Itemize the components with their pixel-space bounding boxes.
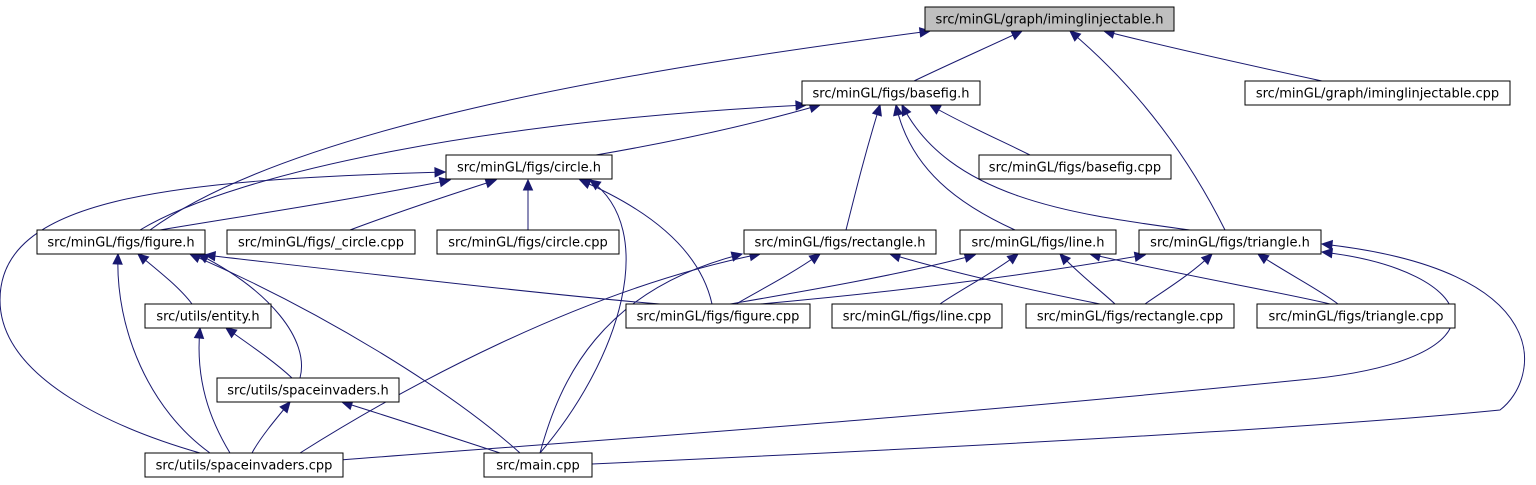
edge-circle-h-to-circle-cpp bbox=[522, 178, 534, 230]
edge-iminglinjectable-h-to-figure-h bbox=[149, 27, 932, 231]
node-triangle-h[interactable]: src/minGL/figs/triangle.h bbox=[1138, 229, 1322, 255]
edge-layer bbox=[0, 27, 1526, 465]
node-label: src/minGL/figs/_circle.cpp bbox=[238, 236, 404, 251]
edge-triangle-h-to-triangle-cpp bbox=[1256, 253, 1339, 305]
node-circle-h[interactable]: src/minGL/figs/circle.h bbox=[445, 154, 613, 180]
edge-triangle-h-to-main-cpp bbox=[591, 239, 1526, 465]
edge-circle-h-to-spaceinvaders-cpp bbox=[0, 167, 447, 454]
edge-figure-h-to-main-cpp bbox=[188, 253, 521, 454]
edge-figure-h-to-figure-cpp bbox=[203, 250, 661, 305]
edge-triangle-h-to-rectangle-cpp bbox=[1144, 253, 1213, 305]
node-entity-h[interactable]: src/utils/entity.h bbox=[144, 303, 272, 329]
edge-circle-h-to-figure-cpp bbox=[578, 179, 713, 305]
edge-entity-h-to-spaceinvaders-cpp bbox=[193, 326, 231, 454]
node-triangle-cpp[interactable]: src/minGL/figs/triangle.cpp bbox=[1256, 303, 1456, 329]
edge-basefig-h-to-figure-h bbox=[139, 100, 808, 231]
edge-rectangle-h-to-figure-cpp bbox=[735, 253, 821, 305]
node-rectangle-cpp[interactable]: src/minGL/figs/rectangle.cpp bbox=[1025, 303, 1235, 329]
edge-basefig-h-to-rectangle-h bbox=[845, 103, 882, 231]
node-label: src/minGL/graph/iminglinjectable.h bbox=[936, 13, 1164, 28]
node-basefig-h[interactable]: src/minGL/figs/basefig.h bbox=[801, 80, 981, 106]
node-label: src/minGL/figs/rectangle.h bbox=[755, 236, 926, 251]
node-label: src/utils/spaceinvaders.h bbox=[227, 384, 388, 399]
edge-basefig-h-to-triangle-h bbox=[901, 103, 1191, 231]
edge-line-h-to-rectangle-cpp bbox=[1059, 253, 1116, 305]
node-underscore-circle-cpp[interactable]: src/minGL/figs/_circle.cpp bbox=[226, 229, 416, 255]
edge-rectangle-h-to-spaceinvaders-cpp bbox=[299, 250, 762, 454]
edge-line-h-to-line-cpp bbox=[939, 253, 1019, 305]
node-line-h[interactable]: src/minGL/figs/line.h bbox=[959, 229, 1117, 255]
node-iminglinjectable-cpp[interactable]: src/minGL/graph/iminglinjectable.cpp bbox=[1244, 80, 1511, 106]
node-label: src/minGL/figs/line.h bbox=[972, 236, 1105, 251]
edge-rectangle-h-to-main-cpp bbox=[539, 251, 744, 454]
node-label: src/minGL/figs/triangle.cpp bbox=[1268, 310, 1443, 325]
node-label: src/minGL/figs/figure.h bbox=[47, 236, 194, 251]
edge-line-h-to-figure-cpp bbox=[729, 252, 977, 305]
edge-basefig-h-to-basefig-cpp bbox=[928, 104, 1031, 156]
node-label: src/minGL/figs/circle.h bbox=[457, 161, 601, 176]
edge-circle-h-to-figure-h bbox=[159, 176, 452, 231]
node-label: src/minGL/figs/rectangle.cpp bbox=[1037, 310, 1223, 325]
node-figure-h[interactable]: src/minGL/figs/figure.h bbox=[36, 229, 206, 255]
edge-figure-h-to-spaceinvaders-cpp bbox=[112, 252, 211, 454]
node-label: src/minGL/graph/iminglinjectable.cpp bbox=[1256, 87, 1499, 102]
edge-circle-h-to--circle-cpp bbox=[349, 178, 498, 231]
node-line-cpp[interactable]: src/minGL/figs/line.cpp bbox=[831, 303, 1003, 329]
edge-figure-h-to-entity-h bbox=[137, 253, 193, 305]
node-spaceinvaders-cpp[interactable]: src/utils/spaceinvaders.cpp bbox=[144, 452, 344, 478]
edge-spaceinvaders-h-to-main-cpp bbox=[340, 400, 501, 454]
edge-basefig-h-to-line-h bbox=[893, 103, 1016, 231]
node-spaceinvaders-h[interactable]: src/utils/spaceinvaders.h bbox=[216, 377, 400, 403]
node-label: src/utils/entity.h bbox=[156, 310, 259, 325]
node-iminglinjectable-h[interactable]: src/minGL/graph/iminglinjectable.h bbox=[924, 6, 1175, 32]
node-circle-cpp[interactable]: src/minGL/figs/circle.cpp bbox=[436, 229, 620, 255]
node-label: src/minGL/figs/line.cpp bbox=[843, 310, 991, 325]
node-basefig-cpp[interactable]: src/minGL/figs/basefig.cpp bbox=[978, 154, 1172, 180]
edge-entity-h-to-spaceinvaders-h bbox=[225, 327, 293, 379]
node-label: src/minGL/figs/figure.cpp bbox=[637, 310, 800, 325]
edge-iminglinjectable-h-to-basefig-h bbox=[913, 30, 1024, 82]
node-label: src/utils/spaceinvaders.cpp bbox=[156, 459, 333, 474]
node-figure-cpp[interactable]: src/minGL/figs/figure.cpp bbox=[625, 303, 811, 329]
node-label: src/minGL/figs/basefig.cpp bbox=[989, 161, 1161, 176]
edge-iminglinjectable-h-to-iminglinjectable-cpp bbox=[1102, 28, 1323, 82]
edge-triangle-h-to-spaceinvaders-cpp bbox=[339, 247, 1454, 461]
node-label: src/minGL/figs/circle.cpp bbox=[448, 236, 608, 251]
edge-spaceinvaders-h-to-spaceinvaders-cpp bbox=[251, 401, 291, 454]
node-label: src/main.cpp bbox=[496, 459, 580, 474]
node-rectangle-h[interactable]: src/minGL/figs/rectangle.h bbox=[743, 229, 937, 255]
node-main-cpp[interactable]: src/main.cpp bbox=[483, 452, 593, 478]
edge-iminglinjectable-h-to-triangle-h bbox=[1069, 30, 1226, 231]
node-label: src/minGL/figs/basefig.h bbox=[813, 87, 970, 102]
node-label: src/minGL/figs/triangle.h bbox=[1150, 236, 1310, 251]
